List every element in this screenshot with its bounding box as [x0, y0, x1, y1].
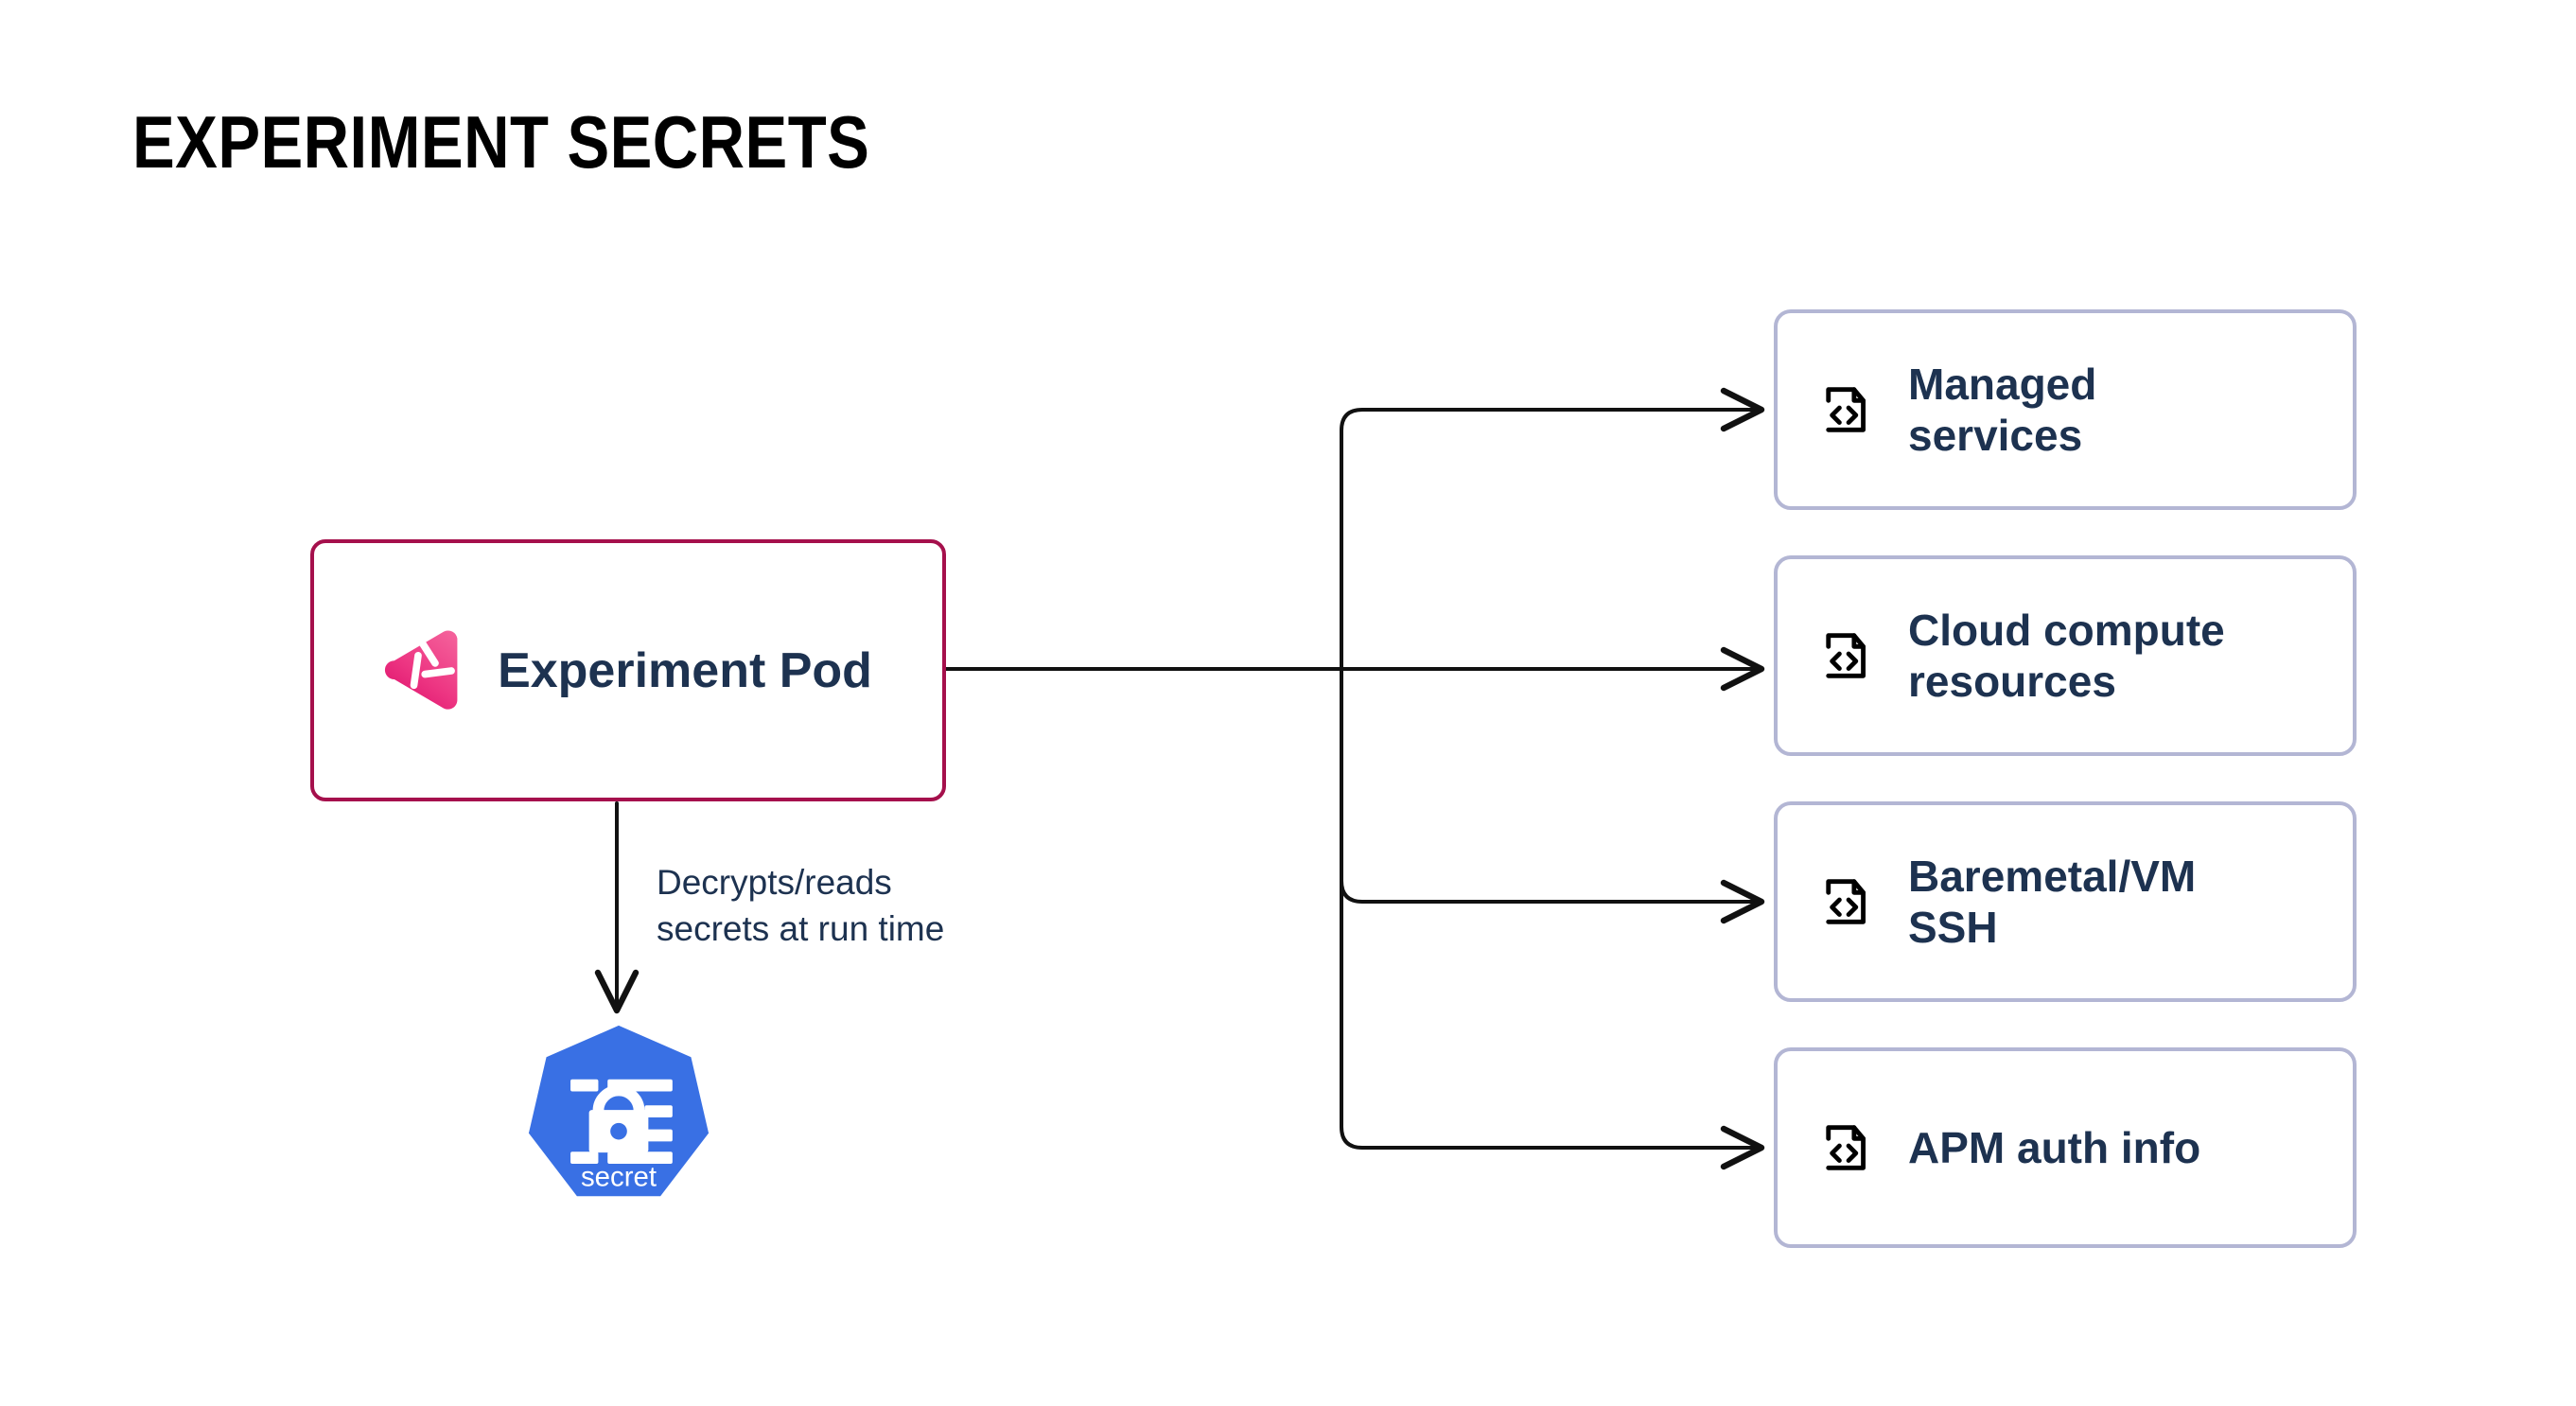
- edge-to-apm-auth: [1340, 667, 1765, 1170]
- edge-to-baremetal-ssh: [1340, 667, 1765, 924]
- page-title: EXPERIMENT SECRETS: [132, 100, 870, 184]
- code-file-icon: [1826, 633, 1866, 678]
- target-card-label: APM auth info: [1908, 1123, 2201, 1172]
- experiment-pod-label: Experiment Pod: [498, 642, 872, 698]
- code-file-icon: [1826, 1125, 1866, 1170]
- target-card-baremetal-vm-ssh[interactable]: Baremetal/VM SSH: [1774, 801, 2357, 1002]
- target-card-label: Managed services: [1908, 360, 2097, 460]
- edge-annotation-label: Decrypts/reads secrets at run time: [657, 863, 945, 948]
- edge-to-managed-services: [1340, 387, 1765, 671]
- target-card-managed-services[interactable]: Managed services: [1774, 309, 2357, 510]
- gremlin-logo-icon: [384, 629, 458, 710]
- kubernetes-secret-icon: secret: [528, 1025, 710, 1197]
- target-card-apm-auth-info[interactable]: APM auth info: [1774, 1047, 2357, 1248]
- target-card-label: Cloud compute resources: [1908, 606, 2225, 706]
- secret-node-label: secret: [581, 1161, 657, 1192]
- code-file-icon: [1826, 879, 1866, 924]
- target-card-label: Baremetal/VM SSH: [1908, 852, 2197, 952]
- experiment-pod-node[interactable]: Experiment Pod: [310, 539, 946, 801]
- target-card-cloud-compute-resources[interactable]: Cloud compute resources: [1774, 555, 2357, 756]
- kubernetes-secret-node[interactable]: secret: [526, 1022, 711, 1207]
- code-file-icon: [1826, 387, 1866, 432]
